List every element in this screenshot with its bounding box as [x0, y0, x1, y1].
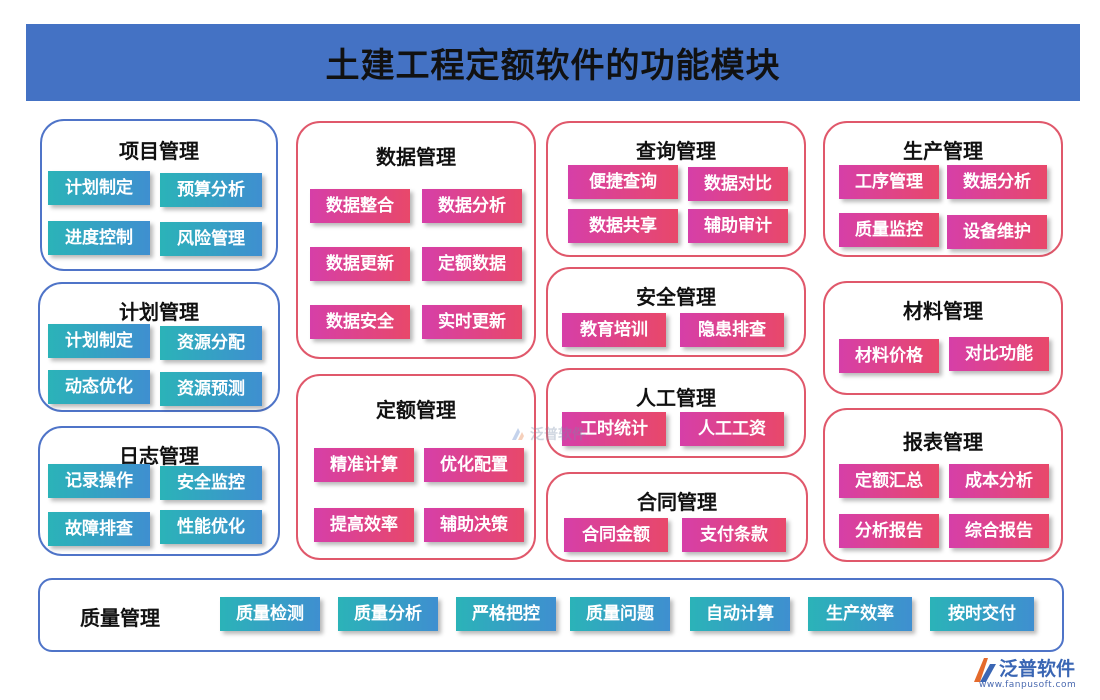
- item-quality-issue[interactable]: 质量问题: [570, 597, 670, 631]
- module-query: 查询管理 便捷查询 数据对比 数据共享 辅助审计: [546, 121, 806, 257]
- item-report-summary[interactable]: 定额汇总: [839, 464, 939, 498]
- item-prod-maintenance[interactable]: 设备维护: [947, 215, 1047, 249]
- item-material-compare[interactable]: 对比功能: [949, 337, 1049, 371]
- module-title-material: 材料管理: [903, 299, 983, 323]
- item-plan-optimize[interactable]: 动态优化: [48, 370, 150, 404]
- item-prod-analysis[interactable]: 数据分析: [947, 165, 1047, 199]
- module-log: 日志管理 记录操作 安全监控 故障排查 性能优化: [38, 426, 280, 556]
- module-title-labor: 人工管理: [636, 386, 716, 410]
- item-prod-quality[interactable]: 质量监控: [839, 213, 939, 247]
- item-project-risk[interactable]: 风险管理: [160, 222, 262, 256]
- item-labor-wage[interactable]: 人工工资: [680, 412, 784, 446]
- module-title-project: 项目管理: [119, 139, 199, 163]
- module-quota: 定额管理 精准计算 优化配置 提高效率 辅助决策: [296, 374, 536, 560]
- item-query-audit[interactable]: 辅助审计: [688, 209, 788, 243]
- module-title-contract: 合同管理: [637, 490, 717, 514]
- module-title-production: 生产管理: [903, 139, 983, 163]
- logo-url: www.fanpusoft.com: [979, 680, 1077, 690]
- module-title-quota: 定额管理: [376, 398, 456, 422]
- item-query-quick[interactable]: 便捷查询: [568, 165, 678, 199]
- item-contract-amount[interactable]: 合同金额: [564, 518, 668, 552]
- item-data-integrate[interactable]: 数据整合: [310, 189, 410, 223]
- item-plan-forecast[interactable]: 资源预测: [160, 372, 262, 406]
- item-log-performance[interactable]: 性能优化: [160, 510, 262, 544]
- item-data-security[interactable]: 数据安全: [310, 305, 410, 339]
- module-data: 数据管理 数据整合 数据分析 数据更新 定额数据 数据安全 实时更新: [296, 121, 536, 359]
- item-data-realtime[interactable]: 实时更新: [422, 305, 522, 339]
- item-plan-make[interactable]: 计划制定: [48, 324, 150, 358]
- item-quota-calc[interactable]: 精准计算: [314, 448, 414, 482]
- module-material: 材料管理 材料价格 对比功能: [823, 281, 1063, 395]
- module-labor: 人工管理 工时统计 人工工资: [546, 368, 806, 458]
- item-report-overall[interactable]: 综合报告: [949, 514, 1049, 548]
- logo-text: 泛普软件: [999, 658, 1076, 680]
- item-safety-training[interactable]: 教育培训: [562, 313, 666, 347]
- module-report: 报表管理 定额汇总 成本分析 分析报告 综合报告: [823, 408, 1063, 562]
- item-quality-control[interactable]: 严格把控: [456, 597, 556, 631]
- item-quality-delivery[interactable]: 按时交付: [930, 597, 1034, 631]
- page-title: 土建工程定额软件的功能模块: [325, 46, 781, 86]
- item-quality-analysis[interactable]: 质量分析: [338, 597, 438, 631]
- module-contract: 合同管理 合同金额 支付条款: [546, 472, 808, 562]
- item-project-plan[interactable]: 计划制定: [48, 171, 150, 205]
- item-quality-efficiency[interactable]: 生产效率: [808, 597, 912, 631]
- item-quality-inspect[interactable]: 质量检测: [220, 597, 320, 631]
- module-production: 生产管理 工序管理 数据分析 质量监控 设备维护: [823, 121, 1063, 257]
- module-title-report: 报表管理: [903, 430, 983, 454]
- item-log-debug[interactable]: 故障排查: [48, 512, 150, 546]
- item-labor-hours[interactable]: 工时统计: [562, 412, 666, 446]
- item-data-analysis[interactable]: 数据分析: [422, 189, 522, 223]
- module-plan: 计划管理 计划制定 资源分配 动态优化 资源预测: [38, 282, 280, 412]
- item-quota-config[interactable]: 优化配置: [424, 448, 524, 482]
- item-data-quota[interactable]: 定额数据: [422, 247, 522, 281]
- watermark-icon: [512, 428, 524, 440]
- module-safety: 安全管理 教育培训 隐患排查: [546, 267, 806, 357]
- module-title-quality: 质量管理: [80, 606, 160, 630]
- item-quality-autocalc[interactable]: 自动计算: [690, 597, 790, 631]
- item-query-share[interactable]: 数据共享: [568, 209, 678, 243]
- item-project-progress[interactable]: 进度控制: [48, 221, 150, 255]
- item-data-update[interactable]: 数据更新: [310, 247, 410, 281]
- item-contract-payment[interactable]: 支付条款: [682, 518, 786, 552]
- watermark-text: 泛普软件: [530, 427, 586, 443]
- item-project-budget[interactable]: 预算分析: [160, 173, 262, 207]
- item-quota-efficiency[interactable]: 提高效率: [314, 508, 414, 542]
- item-safety-hazard[interactable]: 隐患排查: [680, 313, 784, 347]
- item-material-price[interactable]: 材料价格: [839, 339, 939, 373]
- brand-logo: [974, 658, 996, 682]
- module-project: 项目管理 计划制定 预算分析 进度控制 风险管理: [40, 119, 278, 271]
- item-prod-process[interactable]: 工序管理: [839, 165, 939, 199]
- item-log-record[interactable]: 记录操作: [48, 464, 150, 498]
- item-query-compare[interactable]: 数据对比: [688, 167, 788, 201]
- item-plan-allocate[interactable]: 资源分配: [160, 326, 262, 360]
- item-log-monitor[interactable]: 安全监控: [160, 466, 262, 500]
- item-quota-decision[interactable]: 辅助决策: [424, 508, 524, 542]
- module-title-plan: 计划管理: [119, 300, 199, 324]
- module-title-safety: 安全管理: [636, 285, 716, 309]
- module-title-data: 数据管理: [376, 145, 456, 169]
- title-banner: 土建工程定额软件的功能模块: [26, 24, 1080, 101]
- item-report-analysis[interactable]: 分析报告: [839, 514, 939, 548]
- item-report-cost[interactable]: 成本分析: [949, 464, 1049, 498]
- module-title-query: 查询管理: [636, 139, 716, 163]
